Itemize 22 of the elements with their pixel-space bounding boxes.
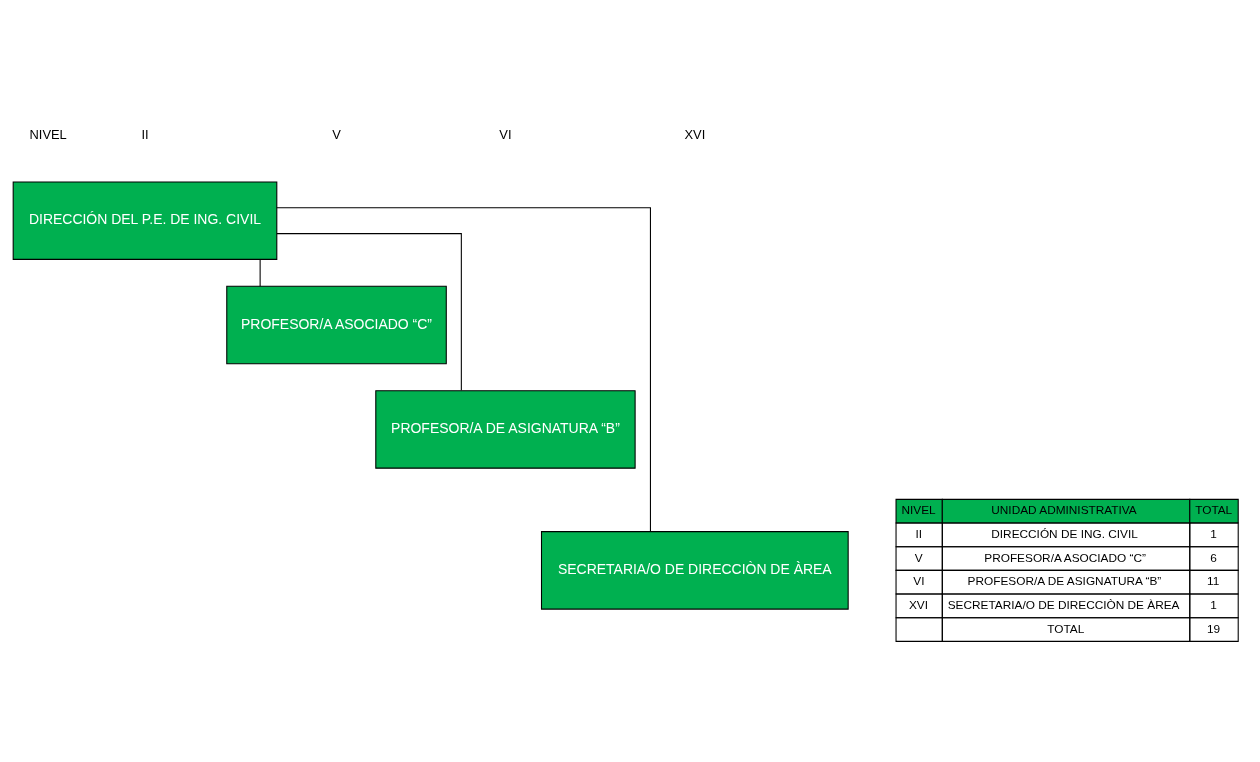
label: 6 — [1210, 550, 1217, 565]
label: NIVEL — [901, 503, 936, 518]
label: DIRECCIÓN DE ING. CIVIL — [991, 526, 1138, 541]
label: 11 — [1207, 574, 1220, 589]
label: VI — [913, 574, 925, 589]
label: UNIDAD ADMINISTRATIVA — [991, 503, 1137, 518]
label: PROFESOR/A ASOCIADO “C” — [984, 550, 1146, 565]
label: PROFESOR/A DE ASIGNATURA “B” — [967, 574, 1162, 589]
label: II — [915, 526, 922, 541]
label: XVI — [908, 597, 929, 612]
label: 1 — [1210, 526, 1217, 541]
label: NIVEL — [29, 127, 67, 143]
label: II — [141, 127, 149, 143]
label: TOTAL — [1047, 621, 1085, 636]
label: V — [914, 550, 923, 565]
label: TOTAL — [1195, 503, 1233, 518]
label: SECRETARIA/O DE DIRECCIÒN DE ÀREA — [947, 597, 1180, 612]
label: VI — [499, 127, 512, 143]
label: V — [332, 127, 341, 143]
label: 19 — [1207, 621, 1221, 636]
label: 1 — [1210, 597, 1217, 612]
label: XVI — [684, 127, 706, 143]
